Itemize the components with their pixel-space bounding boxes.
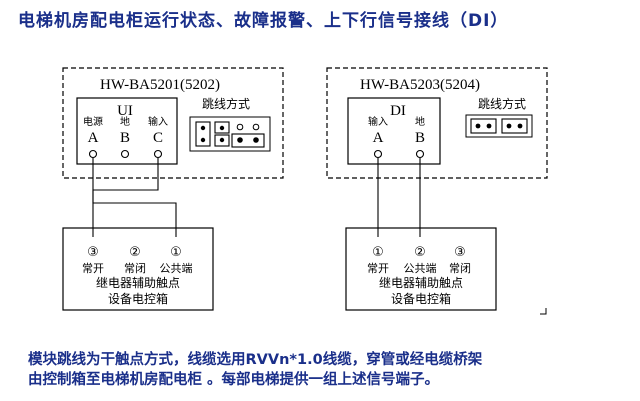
- left-relay-box: [62, 227, 214, 311]
- right-jumper-pin: [506, 123, 512, 129]
- right-terminal-b-letter: B: [415, 130, 425, 146]
- footer-note: 模块跳线为干触点方式，线缆选用RVVn*1.0线缆，穿管或经电缆桥架 由控制箱至…: [28, 350, 482, 390]
- left-contact-num-1: ③: [87, 245, 99, 260]
- right-terminal-a-letter: A: [373, 130, 384, 146]
- left-box-line1: 继电器辅助触点: [96, 276, 180, 290]
- right-jumper-cap: [501, 118, 528, 134]
- footer-line-1: 模块跳线为干触点方式，线缆选用RVVn*1.0线缆，穿管或经电缆桥架: [28, 352, 483, 368]
- left-jumper-cap: [195, 121, 211, 147]
- left-terminal-c-sub: 输入: [148, 115, 168, 128]
- right-contact-label-2: 公共端: [404, 262, 437, 275]
- left-contact-label-3: 公共端: [160, 262, 193, 275]
- left-jumper-pin: [219, 125, 225, 131]
- left-jumper-frame: [189, 116, 271, 152]
- corner-mark: [540, 308, 547, 315]
- left-jumper-cap: [214, 121, 230, 134]
- right-relay-box: [345, 227, 497, 311]
- left-jumper-cap: [214, 134, 230, 147]
- left-contact-num-3: ①: [170, 245, 182, 260]
- right-jumper-block: [465, 114, 533, 138]
- left-terminal-b-sub: 地: [120, 115, 130, 128]
- left-terminal-b-point: [120, 149, 130, 159]
- right-terminal-a-sub: 输入: [368, 115, 388, 128]
- left-wire-c: [92, 158, 159, 237]
- left-jumper-pin: [236, 123, 244, 131]
- left-contact-label-2: 常闭: [124, 262, 146, 275]
- left-terminal-a-sub: 电源: [83, 115, 103, 128]
- right-jumper-pin: [475, 123, 481, 129]
- left-jumper-pin: [252, 123, 260, 131]
- left-module-model: HW-BA5201(5202): [100, 77, 220, 93]
- right-terminal-b-sub: 地: [415, 115, 425, 128]
- right-contact-label-3: 常闭: [449, 262, 471, 275]
- right-module-model: HW-BA5203(5204): [360, 77, 480, 93]
- right-di-block: [347, 97, 441, 165]
- left-jumper-block: [189, 116, 271, 152]
- left-jumper-cap: [231, 133, 265, 148]
- right-box-line1: 继电器辅助触点: [379, 276, 463, 290]
- right-contact-num-1: ①: [372, 245, 384, 260]
- left-terminal-c-point: [153, 149, 163, 159]
- left-jumper-pin: [253, 137, 259, 143]
- right-jumper-frame: [465, 114, 533, 138]
- right-terminal-b-point: [415, 149, 425, 159]
- left-contact-label-1: 常开: [82, 262, 104, 275]
- left-terminal-a-point: [88, 149, 98, 159]
- left-jumper-pin: [200, 137, 206, 143]
- left-terminal-b-letter: B: [120, 130, 130, 146]
- right-module: HW-BA5203(5204) DI 输入 地 A B 跳线方式: [326, 67, 548, 311]
- right-jumper-cap: [470, 118, 497, 134]
- left-terminal-c-letter: C: [153, 130, 163, 146]
- right-terminal-a-point: [373, 149, 383, 159]
- left-jumper-pin: [237, 137, 243, 143]
- right-contact-num-2: ②: [414, 245, 426, 260]
- left-box-line2: 设备电控箱: [108, 291, 168, 306]
- right-contact-num-3: ③: [454, 245, 466, 260]
- left-module-outline: [62, 67, 284, 179]
- left-ui-block: [76, 97, 178, 165]
- left-terminal-a-letter: A: [88, 130, 99, 146]
- left-jumper-label: 跳线方式: [202, 96, 250, 111]
- right-box-line2: 设备电控箱: [391, 291, 451, 306]
- right-module-outline: [326, 67, 548, 179]
- right-jumper-pin: [517, 123, 523, 129]
- left-ui-label: UI: [117, 103, 133, 119]
- left-wire-a: [92, 158, 177, 237]
- footer-line-2: 由控制箱至电梯机房配电柜 。每部电梯提供一组上述信号端子。: [28, 372, 440, 388]
- left-jumper-pin: [200, 125, 206, 131]
- right-di-label: DI: [390, 103, 406, 119]
- page-title: 电梯机房配电柜运行状态、故障报警、上下行信号接线（DI）: [18, 11, 509, 31]
- left-module: HW-BA5201(5202) UI 电源 地 输入 A B C 跳线方式: [62, 67, 284, 311]
- right-jumper-pin: [486, 123, 492, 129]
- left-jumper-pin: [219, 137, 225, 143]
- right-jumper-label: 跳线方式: [478, 96, 526, 111]
- right-contact-label-1: 常开: [367, 262, 389, 275]
- left-contact-num-2: ②: [129, 245, 141, 260]
